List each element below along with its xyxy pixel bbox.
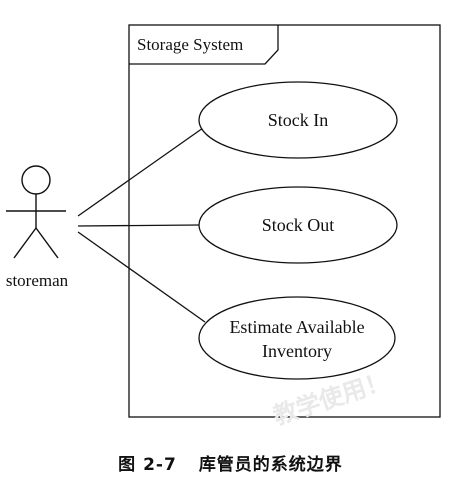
- use-case-label: Stock In: [268, 110, 329, 130]
- use-case-label-line-2: Inventory: [262, 341, 332, 361]
- system-boundary: [128, 24, 441, 418]
- figure-number: 图 2-7: [118, 455, 177, 475]
- association-stock-in: [77, 127, 204, 217]
- actor-left-leg: [13, 227, 37, 259]
- use-case-label: Stock Out: [262, 215, 335, 235]
- use-case-estimate-inventory: Estimate Available Inventory: [198, 296, 396, 380]
- actor-storeman: [6, 165, 66, 259]
- use-case-ellipse: [198, 81, 398, 159]
- actor-head: [21, 165, 51, 195]
- use-case-ellipse: [198, 186, 398, 264]
- use-case-label-line-1: Estimate Available: [229, 317, 364, 337]
- system-boundary-tab: [129, 25, 279, 65]
- system-boundary-label: Storage System: [137, 35, 243, 54]
- actor-right-leg: [35, 227, 59, 259]
- use-case-stock-out: Stock Out: [198, 186, 398, 264]
- figure-title: 库管员的系统边界: [198, 455, 343, 475]
- use-case-ellipse: [198, 296, 396, 380]
- association-estimate-inventory: [77, 231, 206, 323]
- actor-name: storeman: [6, 271, 69, 290]
- association-stock-out: [77, 224, 200, 227]
- use-case-stock-in: Stock In: [198, 81, 398, 159]
- figure-caption: 图 2-7 库管员的系统边界: [0, 450, 461, 475]
